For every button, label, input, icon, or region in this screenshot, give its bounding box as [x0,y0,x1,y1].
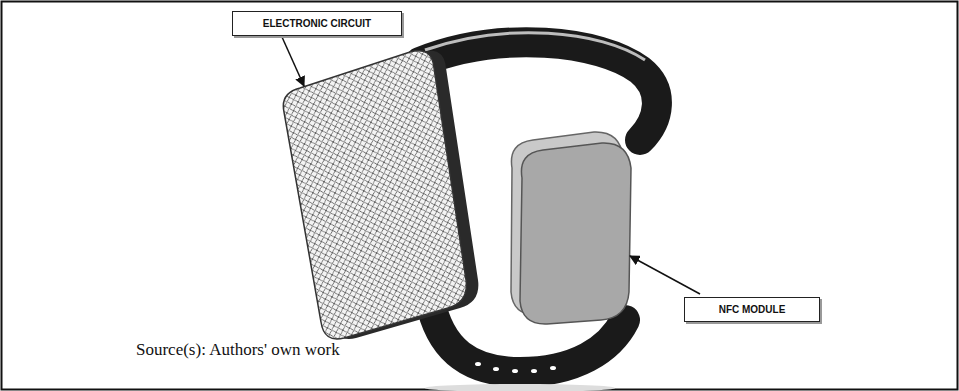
shadow [425,384,615,391]
strap-highlight [425,33,645,60]
callout-box: ELECTRONIC CIRCUIT [232,11,402,36]
leader-arrow [282,37,304,86]
source-caption: Source(s): Authors' own work [136,340,340,360]
electronic-circuit [283,51,466,339]
callout-label: ELECTRONIC CIRCUIT [263,18,371,29]
leader-arrow [630,256,700,294]
callout-label: NFC MODULE [719,304,786,315]
callout-box: NFC MODULE [684,297,820,322]
strap-top [420,42,657,140]
nfc-module [520,143,631,324]
strap-holes [475,362,556,373]
